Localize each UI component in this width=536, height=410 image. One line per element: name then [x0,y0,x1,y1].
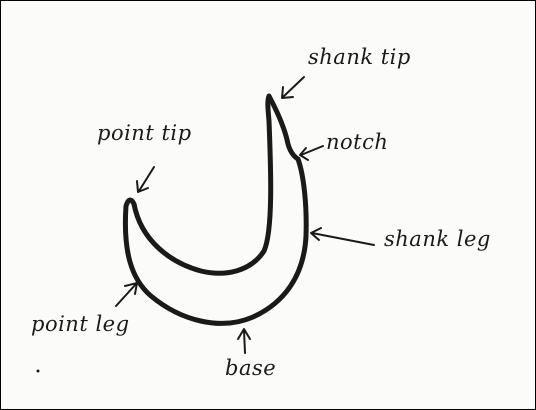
arrow-base [244,330,245,353]
arrow-point-tip [139,167,154,191]
label-shank-tip: shank tip [308,47,411,68]
arrow-shank-leg [312,233,374,245]
label-notch: notch [326,132,388,153]
label-point-leg: point leg [31,314,130,335]
arrow-point-leg [116,284,136,306]
label-point-tip: point tip [97,123,192,144]
label-base: base [225,358,276,379]
arrow-shank-tip [283,77,304,97]
label-shank-leg: shank leg [384,229,491,250]
ink-speck [37,370,40,373]
